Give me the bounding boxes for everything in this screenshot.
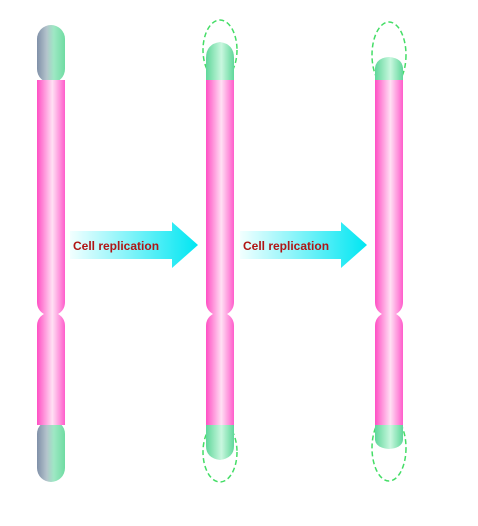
telomere-bottom (206, 420, 234, 460)
telomere-bottom (37, 420, 65, 482)
replication-arrow-1: Cell replication (70, 222, 198, 268)
replication-arrow-2: Cell replication (240, 222, 367, 268)
chromosome-original (37, 25, 65, 482)
arrow-label: Cell replication (73, 239, 159, 253)
chromosome-arm-upper (37, 80, 65, 314)
arrow-label: Cell replication (243, 239, 329, 253)
chromosome-arm-lower (375, 314, 403, 425)
arrow-shape (240, 222, 367, 268)
telomere-bottom (375, 420, 403, 449)
lost-telomere-outline-top (202, 19, 238, 81)
telomere-top (37, 25, 65, 83)
telomere-top (206, 42, 234, 82)
chromosome-replicated-once (202, 19, 238, 483)
chromosome-arm-upper (375, 80, 403, 314)
chromosome-replicated-twice (371, 21, 407, 482)
chromosome-arm-lower (37, 314, 65, 425)
chromosome-arm-lower (206, 314, 234, 425)
telomere-top (375, 57, 403, 84)
chromosome-arm-upper (206, 80, 234, 314)
arrow-shape (70, 222, 198, 268)
